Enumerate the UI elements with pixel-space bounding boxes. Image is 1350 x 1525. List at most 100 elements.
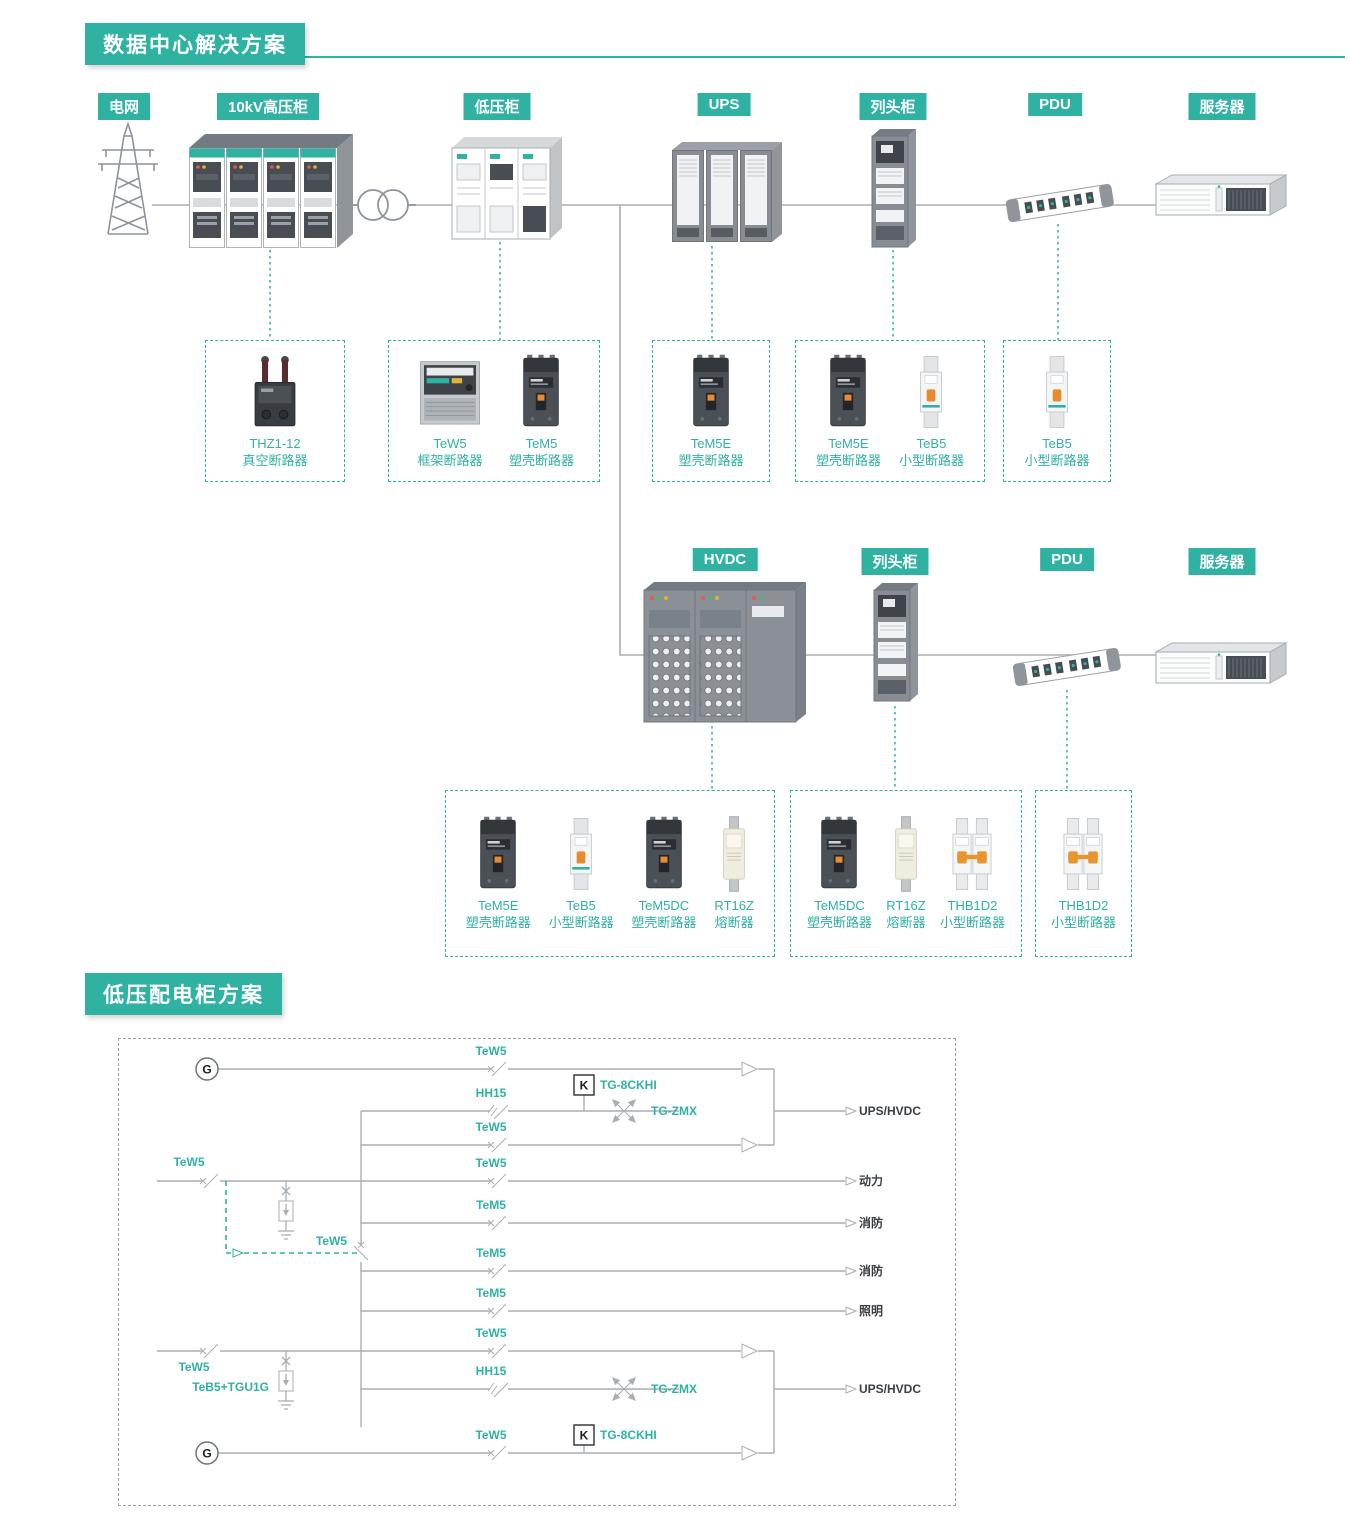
product-desc: 小型断路器 <box>939 915 1005 930</box>
product: RT16Z 熔断器 <box>714 815 754 932</box>
controller-box <box>573 1074 595 1096</box>
feeder-arrow-icon <box>845 1266 857 1276</box>
node-badge-pdu2: PDU <box>1040 548 1094 571</box>
ups-illustration <box>668 138 784 246</box>
surge-arrester-branches <box>278 1181 294 1410</box>
node-badge-rowcab: 列头柜 <box>859 93 927 120</box>
device-label: TeW5 <box>475 1120 506 1134</box>
node-badge-hvdc: HVDC <box>692 548 758 571</box>
pdu-illustration <box>1012 647 1122 687</box>
breaker-icon <box>487 1215 509 1231</box>
product-desc: 真空断路器 <box>242 452 308 468</box>
node-badge-lv-cabinet: 低压柜 <box>463 93 531 120</box>
device-label: TG-8CKHI <box>600 1078 657 1092</box>
product-desc: 塑壳断路器 <box>815 452 881 468</box>
product: TeB5 小型断路器 <box>899 353 964 470</box>
product: TeM5DC 塑壳断路器 <box>807 815 872 932</box>
device-label: HH15 <box>476 1364 507 1378</box>
molded-case-breaker-image <box>693 353 729 426</box>
output-label: 照明 <box>859 1303 883 1318</box>
device-label: TeW5 <box>475 1156 506 1170</box>
product: THB1D2 小型断路器 <box>1051 815 1116 932</box>
server-illustration <box>1155 642 1287 684</box>
product-desc: 小型断路器 <box>1050 915 1116 930</box>
product-desc: 框架断路器 <box>417 452 483 468</box>
breaker-icon <box>487 1173 509 1189</box>
row-cabinet-illustration <box>871 128 917 248</box>
controller-label: K <box>580 1079 589 1093</box>
single-line-diagram: G G K TG-8CKHI K TG-8CKHI TeW5 HH15 TeW5… <box>157 1044 921 1465</box>
product: THB1D2 小型断路器 <box>940 815 1005 932</box>
breaker-icon <box>487 1445 509 1461</box>
bus-tie-link <box>225 1181 359 1254</box>
product-desc: 塑壳断路器 <box>678 452 744 468</box>
device-label: HH15 <box>476 1086 507 1100</box>
product-desc: 小型断路器 <box>898 452 964 468</box>
product-desc: 小型断路器 <box>548 915 614 930</box>
product-group-hv: THZ1-12 真空断路器 <box>205 340 345 482</box>
product-desc: 塑壳断路器 <box>631 915 697 930</box>
device-label: TeW5 <box>178 1360 209 1374</box>
node-badge-grid: 电网 <box>97 93 151 120</box>
device-label: TeW5 <box>316 1234 347 1248</box>
fuse-switch-icon <box>487 1104 509 1120</box>
product-callout-lines <box>269 224 1068 790</box>
feeder-arrow-icon <box>845 1384 857 1394</box>
miniature-breaker-image <box>1046 355 1068 428</box>
product-group-rowcab2: TeM5DC 塑壳断路器 RT16Z 熔断器 THB1D2 小型断路器 <box>790 790 1022 957</box>
device-label: TG-ZMX <box>651 1104 697 1118</box>
product-desc: 熔断器 <box>714 915 754 930</box>
product: TeM5E 塑壳断路器 <box>678 353 744 470</box>
server-illustration <box>1155 174 1287 216</box>
molded-case-breaker-image <box>830 353 867 426</box>
product-group-pdu: TeB5 小型断路器 <box>1003 340 1111 482</box>
product-desc: 小型断路器 <box>1024 452 1090 468</box>
node-badge-server: 服务器 <box>1188 93 1256 120</box>
product-name: TeB5 <box>566 898 596 914</box>
device-label: TeB5+TGU1G <box>192 1380 269 1394</box>
tie-direction-icon <box>232 1248 244 1258</box>
dc-miniature-breaker-image <box>952 818 992 891</box>
device-label: TeW5 <box>475 1326 506 1340</box>
product-group-pdu2: THB1D2 小型断路器 <box>1035 790 1132 957</box>
molded-case-breaker-image <box>821 816 858 889</box>
node-badge-server2: 服务器 <box>1188 548 1256 575</box>
product-desc: 塑壳断路器 <box>465 915 531 930</box>
product: TeB5 小型断路器 <box>1024 353 1090 470</box>
product: THZ1-12 真空断路器 <box>242 353 308 470</box>
feeder-arrow-icon <box>845 1218 857 1228</box>
product-name: RT16Z <box>886 898 926 914</box>
product: TeM5E 塑壳断路器 <box>816 353 881 470</box>
device-label: TeW5 <box>173 1155 204 1169</box>
product-group-ups: TeM5E 塑壳断路器 <box>652 340 770 482</box>
generator-label: G <box>202 1063 211 1077</box>
product-desc: 塑壳断路器 <box>806 915 872 930</box>
device-label: TeW5 <box>475 1428 506 1442</box>
transfer-icon <box>741 1343 758 1359</box>
product-group-rowcab: TeM5E 塑壳断路器 TeB5 小型断路器 <box>795 340 985 482</box>
transfer-icon <box>741 1061 758 1077</box>
product-name: TeM5DC <box>814 898 865 914</box>
section2-title: 低压配电柜方案 <box>85 973 282 1015</box>
product: TeM5DC 塑壳断路器 <box>631 815 696 932</box>
lv-cabinet-illustration <box>451 136 563 240</box>
product-name: TeM5E <box>690 435 732 451</box>
breaker-icon <box>487 1137 509 1153</box>
node-badge-rowcab2: 列头柜 <box>861 548 929 575</box>
product-name: TeB5 <box>916 435 947 451</box>
incomer-breaker-icon <box>199 1343 221 1359</box>
transmission-tower-illustration <box>97 123 159 235</box>
product: TeM5E 塑壳断路器 <box>466 815 531 932</box>
node-badge-pdu: PDU <box>1028 93 1082 116</box>
tie-breaker-icon <box>353 1241 369 1263</box>
device-label: TG-8CKHI <box>600 1428 657 1442</box>
title-underline <box>90 56 1345 58</box>
product: TeW5 框架断路器 <box>414 353 486 470</box>
product-desc: 塑壳断路器 <box>508 452 574 468</box>
node-badge-ups: UPS <box>697 93 751 116</box>
product-name: TeM5E <box>828 435 869 451</box>
miniature-breaker-image <box>920 355 943 428</box>
product-name: THB1D2 <box>947 898 998 914</box>
molded-case-breaker-image <box>480 816 517 889</box>
